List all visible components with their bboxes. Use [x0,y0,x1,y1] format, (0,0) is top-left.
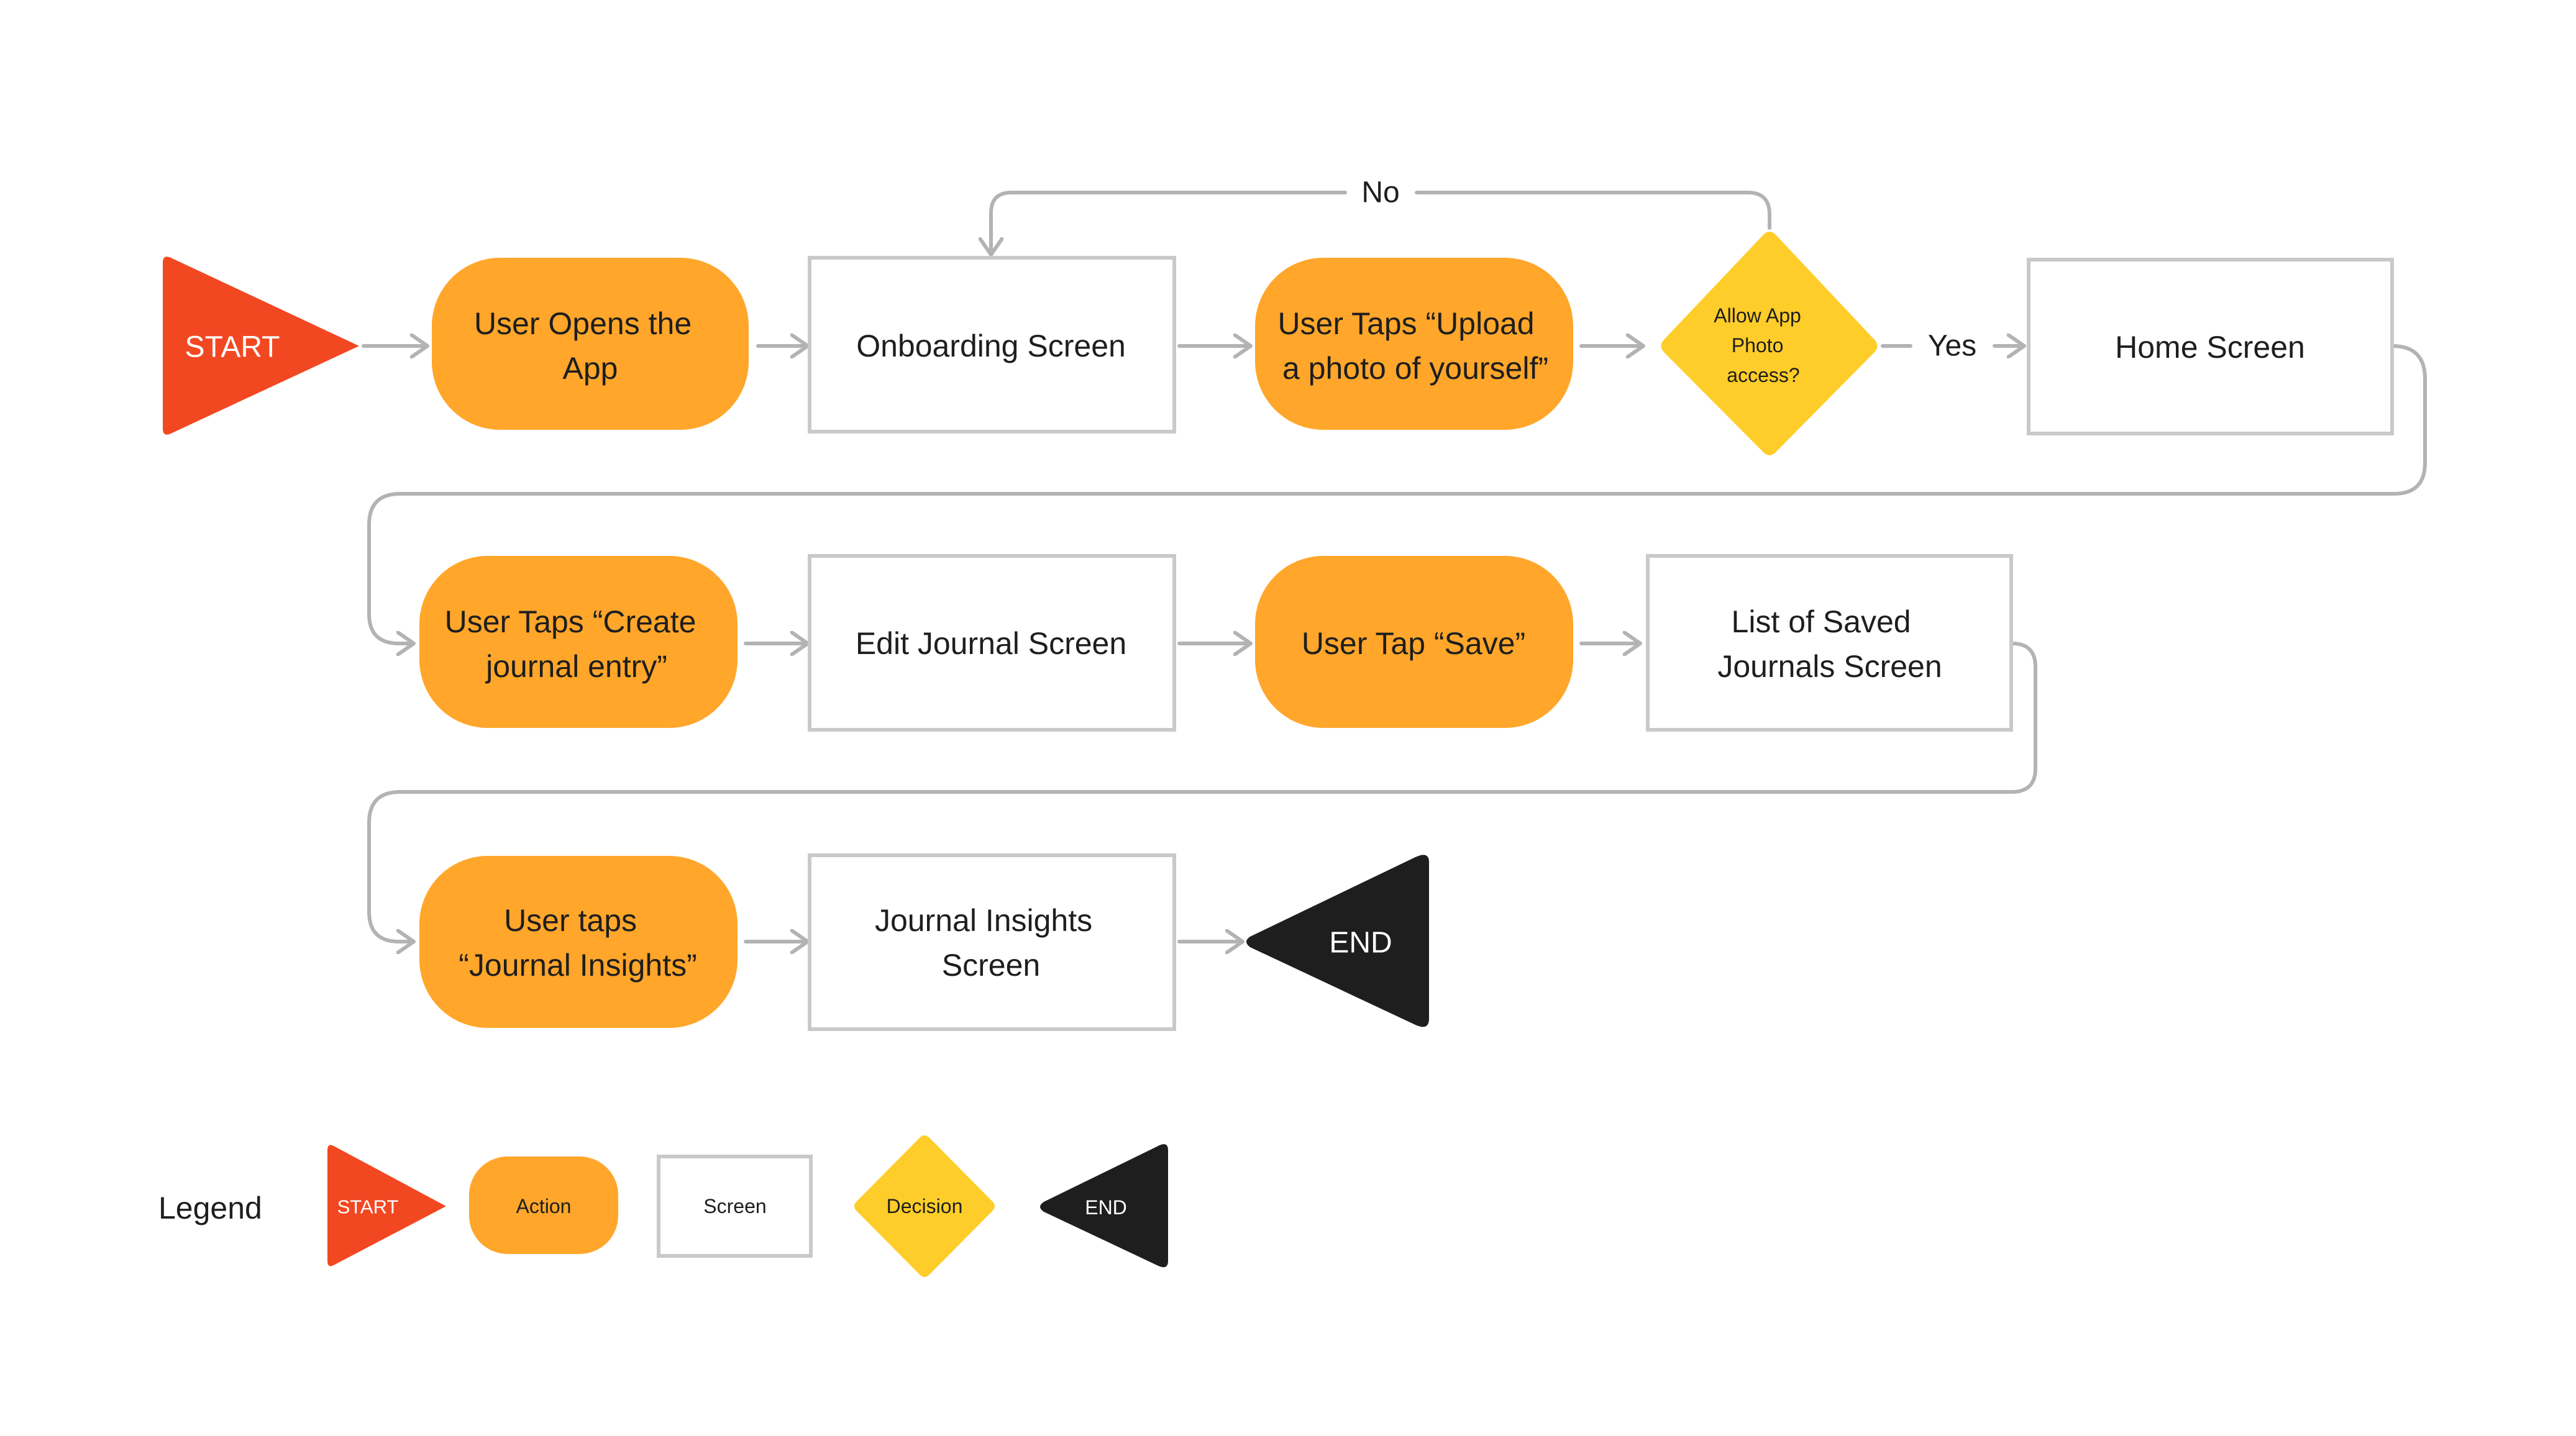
action-node-upload-photo: User Taps “Upload a photo of yourself” [1255,258,1573,430]
action-label-tap-insights: User taps “Journal Insights” [459,903,697,983]
legend-item-end: END [1040,1144,1168,1268]
screen-node-saved-list: List of Saved Journals Screen [1646,554,2013,732]
legend-item-start: START [327,1145,446,1266]
screen-label-edit-journal: Edit Journal Screen [856,626,1126,661]
edge-saved-list-to-tap-insights [367,642,2037,942]
legend: Legend START Action Screen Decision END [158,1135,1168,1277]
screen-node-home: Home Screen [2027,258,2394,435]
screen-label-onboarding: Onboarding Screen [856,329,1126,363]
legend-item-screen: Screen [657,1155,813,1258]
screen-node-edit-journal: Edit Journal Screen [808,554,1176,732]
legend-item-action: Action [469,1157,618,1254]
legend-label-action: Action [516,1195,572,1217]
screen-label-saved-list: List of Saved Journals Screen [1717,604,1942,684]
connectors [362,191,2427,942]
action-label-create-entry: User Taps “Create journal entry” [445,604,705,684]
edge-decision-no-loop [991,191,1771,255]
start-node: START [163,257,359,435]
legend-label-decision: Decision [887,1195,963,1217]
action-node-tap-insights: User taps “Journal Insights” [419,856,738,1028]
edge-label-no: No [1361,176,1399,209]
action-node-tap-save: User Tap “Save” [1255,556,1573,728]
action-label-upload-photo: User Taps “Upload a photo of yourself” [1277,306,1548,386]
screen-node-onboarding: Onboarding Screen [808,256,1176,434]
decision-node-photo-access: Allow App Photo access? [1661,232,1878,455]
screen-node-insights: Journal Insights Screen [808,853,1176,1031]
end-label: END [1329,927,1392,960]
legend-item-decision: Decision [854,1135,995,1277]
edge-home-to-create-entry [367,344,2427,643]
start-label: START [185,331,280,364]
action-label-opens-app: User Opens the App [474,306,700,386]
legend-title: Legend [158,1191,262,1225]
action-node-opens-app: User Opens the App [432,258,749,430]
action-node-create-entry: User Taps “Create journal entry” [419,556,738,728]
action-label-tap-save: User Tap “Save” [1302,626,1525,661]
decision-label-photo-access: Allow App Photo access? [1714,304,1806,386]
legend-label-screen: Screen [703,1195,766,1217]
screen-label-insights: Journal Insights Screen [875,903,1101,983]
legend-label-end: END [1085,1196,1127,1219]
end-node: END [1246,855,1429,1027]
screen-label-home: Home Screen [2115,330,2305,365]
legend-label-start: START [337,1196,399,1218]
edge-label-yes: Yes [1928,330,1976,363]
